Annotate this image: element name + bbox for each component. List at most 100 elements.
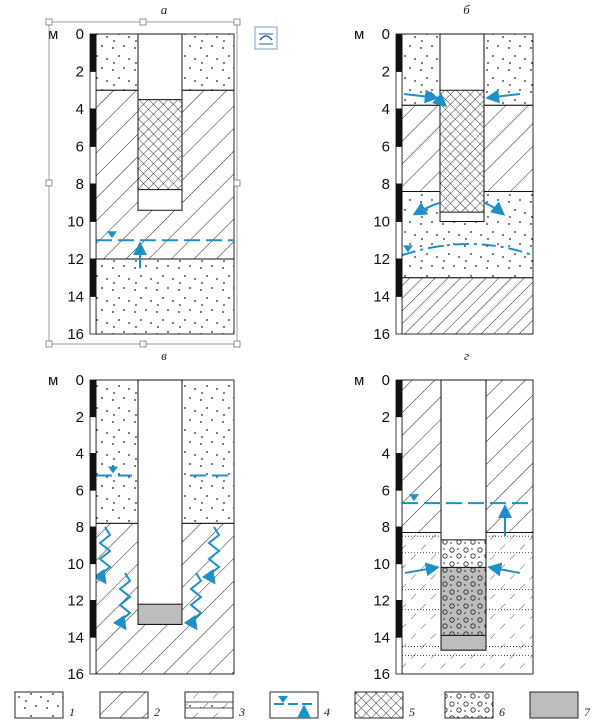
grey-plug [440,634,487,651]
groundwater-level-curve [401,243,534,257]
crosshatch-fill-icon [354,691,404,719]
panel-letter: б [463,2,470,17]
inflow-arrow [429,91,448,108]
depth-tick-label: 8 [382,519,390,536]
legend-item-sand-dots: 1 [14,691,75,719]
depth-unit: м [48,26,58,43]
outflow-arrow [412,201,441,216]
scale-segment [395,33,403,72]
scale-segment [89,146,97,185]
selection-handle [45,340,53,348]
layout-options-icon [254,26,278,50]
depth-tick-label: 8 [76,176,84,193]
depth-tick-label: 10 [67,214,84,231]
scale-segment [89,379,97,418]
scale-segment [89,33,97,72]
scale-segment [89,489,97,528]
sand-dots-icon [14,691,64,719]
scale-segment [89,600,97,638]
depth-tick-label: 12 [373,251,390,268]
legend-number: 2 [154,705,160,719]
scale-segment [89,258,97,297]
depth-tick-label: 10 [373,556,390,573]
layout-arc [259,35,273,41]
scale-segment [395,71,403,110]
depth-tick-label: 4 [382,446,390,463]
inflow-arrow [403,89,439,104]
selection-handle [233,340,241,348]
depth-tick-label: 14 [373,289,390,306]
scale-segment [89,453,97,491]
seepage-arrow [201,526,221,585]
depth-tick-label: 16 [373,666,390,683]
panel-letter: а [161,2,168,17]
legend-item-groundwater-level: 4 [269,691,330,719]
panel-letter: г [464,348,469,363]
legend-number: 4 [324,705,330,719]
scale-segment [395,636,403,675]
depth-tick-label: 4 [382,101,390,118]
scale-segment [89,221,97,260]
scale-segment [89,636,97,675]
legend-item-gravel-circles: 6 [444,691,505,719]
legend-number: 7 [584,705,591,719]
gravel-circles-icon [444,691,494,719]
scale-segment [395,296,403,335]
depth-tick-label: 12 [373,593,390,610]
scale-segment [89,108,97,147]
seepage-arrow [112,572,132,631]
gravel-zone [440,539,487,568]
depth-tick-label: 6 [76,482,84,499]
depth-tick-label: 16 [373,326,390,343]
depth-unit: м [354,372,364,389]
depth-tick-label: 0 [76,26,84,43]
depth-tick-label: 6 [382,482,390,499]
depth-tick-label: 16 [67,326,84,343]
scale-segment [89,71,97,110]
depth-tick-label: 8 [76,519,84,536]
seepage-arrow [92,526,112,585]
legend-number: 5 [409,705,415,719]
legend-item-interbedded-layer: 3 [184,691,245,719]
legend-item-crosshatch-fill: 5 [354,691,415,719]
interbed-band [185,702,233,708]
sand-layer [95,258,235,335]
scale-segment [89,526,97,565]
depth-tick-label: 16 [67,666,84,683]
scale-segment [395,221,403,260]
inflow-arrow [404,562,440,577]
legend-item-grey-plug: 7 [529,691,591,719]
depth-tick-label: 6 [382,139,390,156]
legend-number: 3 [238,705,245,719]
water-level-marker-icon [108,466,118,474]
depth-tick-label: 6 [76,139,84,156]
scale-segment [395,183,403,222]
scale-segment [89,563,97,601]
legend-number: 6 [499,705,505,719]
depth-tick-label: 14 [67,289,84,306]
depth-tick-label: 0 [382,372,390,389]
scale-segment [395,379,403,418]
scale-segment [395,489,403,528]
selection-handle [45,18,53,26]
depth-tick-label: 2 [76,409,84,426]
grey-plug-icon [529,691,579,719]
crosshatch-zone [439,89,485,213]
depth-tick-label: 14 [373,629,390,646]
scale-segment [89,416,97,454]
scale-segment [395,108,403,147]
panel-letter: в [161,348,167,363]
scale-segment [395,526,403,565]
depth-tick-label: 8 [382,176,390,193]
gravel-overlay [441,567,486,636]
depth-tick-label: 4 [76,446,84,463]
scale-segment [89,183,97,222]
water-level-marker-icon [278,696,288,703]
inflow-arrow [485,89,521,104]
water-level-marker-icon [107,231,117,239]
depth-tick-label: 2 [382,64,390,81]
